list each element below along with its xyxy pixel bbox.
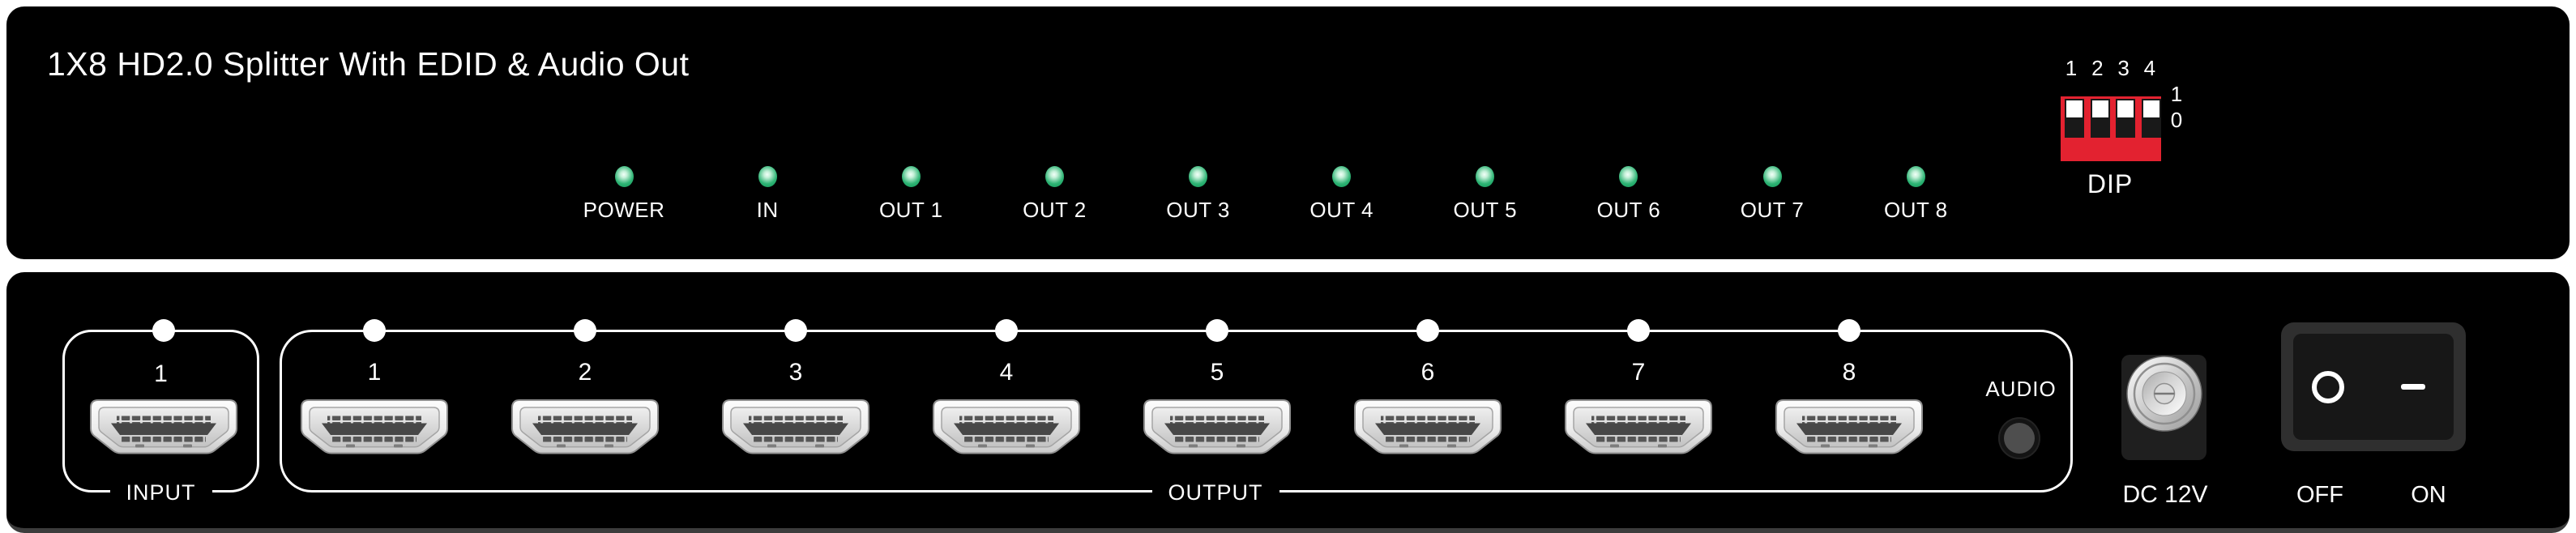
hdmi-output-port[interactable] bbox=[1775, 399, 1924, 456]
hdmi-output-port-group: 3 bbox=[721, 319, 870, 457]
led-indicator: OUT 6 bbox=[1557, 166, 1700, 222]
output-port-number: 5 bbox=[1210, 359, 1224, 386]
output-port-number: 4 bbox=[999, 359, 1014, 386]
output-port-marker bbox=[1206, 319, 1228, 342]
dip-switch-4[interactable] bbox=[2142, 99, 2162, 138]
hdmi-output-port-group: 4 bbox=[932, 319, 1081, 457]
led-indicator: OUT 3 bbox=[1127, 166, 1270, 222]
led-label: IN bbox=[756, 198, 779, 222]
dip-off-position-label: 0 bbox=[2170, 108, 2183, 132]
dip-pin-number: 3 bbox=[2117, 56, 2130, 80]
hdmi-output-port[interactable] bbox=[1564, 399, 1713, 456]
dip-lever[interactable] bbox=[2091, 100, 2108, 117]
dip-lever[interactable] bbox=[2117, 100, 2134, 117]
led-icon bbox=[758, 166, 777, 187]
dip-caption: DIP bbox=[2087, 169, 2134, 198]
led-indicator: OUT 2 bbox=[983, 166, 1126, 222]
led-label: OUT 1 bbox=[878, 198, 943, 222]
output-port-number: 6 bbox=[1420, 359, 1435, 386]
led-label: POWER bbox=[583, 198, 665, 222]
led-indicator: POWER bbox=[553, 166, 695, 222]
input-port-number: 1 bbox=[154, 360, 168, 387]
led-label: OUT 2 bbox=[1023, 198, 1087, 222]
led-indicator: OUT 8 bbox=[1844, 166, 1987, 222]
dip-pin-number: 2 bbox=[2091, 56, 2104, 80]
led-icon bbox=[1189, 166, 1208, 187]
output-caption: OUTPUT bbox=[1118, 480, 1313, 505]
output-port-number: 3 bbox=[788, 359, 803, 386]
hdmi-output-port-group: 6 bbox=[1353, 319, 1502, 457]
output-port-marker bbox=[1416, 319, 1439, 342]
dip-lever[interactable] bbox=[2143, 100, 2160, 117]
dip-switch-body bbox=[2061, 96, 2162, 161]
led-label: OUT 8 bbox=[1883, 198, 1948, 222]
on-label: ON bbox=[2411, 482, 2446, 508]
led-label: OUT 4 bbox=[1309, 198, 1373, 222]
led-label: OUT 6 bbox=[1596, 198, 1661, 222]
hdmi-output-port-group: 5 bbox=[1143, 319, 1292, 457]
hdmi-output-port-group: 8 bbox=[1775, 319, 1924, 457]
output-port-marker bbox=[574, 319, 596, 342]
dc-power-connector[interactable] bbox=[2125, 355, 2203, 433]
audio-output-jack[interactable] bbox=[1998, 417, 2040, 459]
hdmi-output-port-group: 1 bbox=[300, 319, 449, 457]
output-port-marker bbox=[1627, 319, 1650, 342]
led-icon bbox=[1906, 166, 1925, 187]
audio-label: AUDIO bbox=[1985, 377, 2057, 401]
hdmi-output-port[interactable] bbox=[300, 399, 449, 456]
dip-lever[interactable] bbox=[2066, 100, 2083, 117]
output-port-number: 1 bbox=[367, 359, 382, 386]
hdmi-input-port[interactable] bbox=[89, 399, 238, 456]
hdmi-output-port[interactable] bbox=[511, 399, 660, 456]
output-port-marker bbox=[363, 319, 386, 342]
led-icon bbox=[1762, 166, 1782, 187]
output-port-marker bbox=[995, 319, 1018, 342]
led-icon bbox=[1619, 166, 1638, 187]
hdmi-output-port[interactable] bbox=[721, 399, 870, 456]
audio-jack-inner bbox=[2004, 423, 2035, 454]
dip-switch-2[interactable] bbox=[2090, 99, 2110, 138]
hdmi-output-port[interactable] bbox=[932, 399, 1081, 456]
output-port-number: 7 bbox=[1631, 359, 1646, 386]
led-icon bbox=[614, 166, 634, 187]
off-label: OFF bbox=[2296, 482, 2343, 508]
power-on-symbol bbox=[2401, 384, 2425, 390]
dip-switch-1[interactable] bbox=[2065, 99, 2084, 138]
hdmi-output-port-group: 7 bbox=[1564, 319, 1713, 457]
input-caption: INPUT bbox=[62, 480, 259, 505]
led-indicator: OUT 4 bbox=[1271, 166, 1413, 222]
output-port-marker bbox=[1838, 319, 1860, 342]
dc-label: DC 12V bbox=[2122, 481, 2208, 508]
led-indicator: OUT 7 bbox=[1701, 166, 1843, 222]
led-icon bbox=[1332, 166, 1352, 187]
power-off-symbol bbox=[2312, 371, 2344, 403]
led-indicator: IN bbox=[696, 166, 839, 222]
input-port-marker bbox=[152, 319, 175, 342]
led-icon bbox=[901, 166, 921, 187]
hdmi-output-port[interactable] bbox=[1143, 399, 1292, 456]
led-indicator: OUT 1 bbox=[839, 166, 982, 222]
output-port-number: 2 bbox=[578, 359, 592, 386]
output-port-marker bbox=[784, 319, 807, 342]
led-icon bbox=[1044, 166, 1064, 187]
led-label: OUT 3 bbox=[1166, 198, 1230, 222]
dip-pin-number: 1 bbox=[2065, 56, 2078, 80]
output-port-number: 8 bbox=[1842, 359, 1856, 386]
hdmi-output-port-group: 2 bbox=[511, 319, 660, 457]
hdmi-output-port[interactable] bbox=[1353, 399, 1502, 456]
led-label: OUT 7 bbox=[1740, 198, 1805, 222]
power-rocker-switch[interactable] bbox=[2281, 322, 2466, 451]
led-indicator: OUT 5 bbox=[1414, 166, 1557, 222]
led-label: OUT 5 bbox=[1453, 198, 1518, 222]
dip-on-position-label: 1 bbox=[2170, 82, 2183, 106]
dip-switch-3[interactable] bbox=[2116, 99, 2136, 138]
dip-pin-number: 4 bbox=[2143, 56, 2156, 80]
led-icon bbox=[1476, 166, 1495, 187]
device-title: 1X8 HD2.0 Splitter With EDID & Audio Out bbox=[47, 45, 690, 83]
